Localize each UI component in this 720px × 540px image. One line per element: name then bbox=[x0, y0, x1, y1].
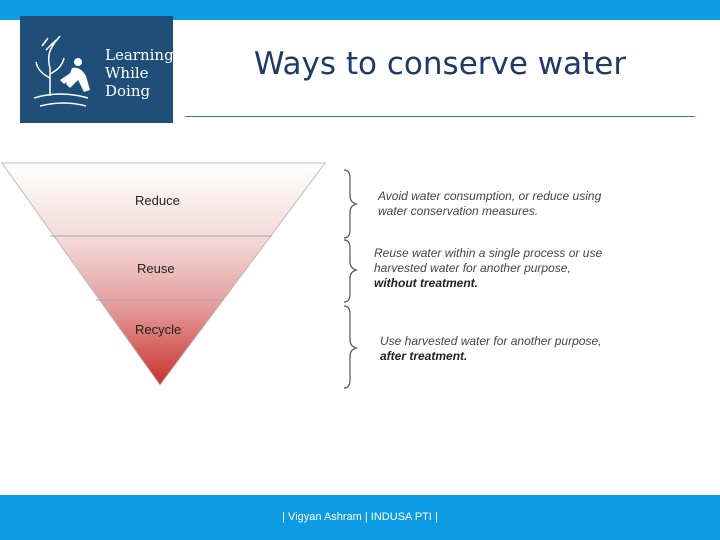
tier-label-recycle: Recycle bbox=[135, 322, 182, 337]
tier-desc-reuse-emphasis: without treatment. bbox=[374, 276, 478, 290]
tier-desc-recycle-emphasis: after treatment. bbox=[380, 349, 468, 363]
pyramid-shape bbox=[1, 162, 326, 386]
logo: Learning While Doing bbox=[20, 16, 174, 123]
tier-desc-recycle: Use harvested water for another purpose,… bbox=[380, 334, 601, 364]
tier-desc-reduce-text: Avoid water consumption, or reduce using… bbox=[378, 189, 602, 218]
title-divider bbox=[185, 116, 695, 117]
brace-reuse bbox=[343, 239, 358, 303]
tier-desc-reduce: Avoid water consumption, or reduce using… bbox=[378, 189, 601, 219]
tier-label-reuse: Reuse bbox=[137, 261, 175, 276]
footer-text: | Vigyan Ashram | INDUSA PTI | bbox=[282, 511, 438, 523]
brace-recycle bbox=[343, 305, 358, 389]
bottom-bar bbox=[0, 495, 720, 540]
tier-desc-recycle-text: Use harvested water for another purpose, bbox=[380, 334, 602, 348]
page-title: Ways to conserve water bbox=[253, 46, 627, 82]
conservation-pyramid bbox=[1, 162, 358, 389]
top-bar bbox=[0, 0, 720, 20]
brace-reduce bbox=[343, 169, 358, 239]
tier-desc-reuse-text: Reuse water within a single process or u… bbox=[374, 246, 603, 275]
logo-text: Learning While Doing bbox=[105, 46, 174, 100]
plant-and-person-logo-icon bbox=[33, 35, 90, 107]
tier-desc-reuse: Reuse water within a single process or u… bbox=[374, 246, 602, 291]
tier-label-reduce: Reduce bbox=[135, 193, 180, 208]
